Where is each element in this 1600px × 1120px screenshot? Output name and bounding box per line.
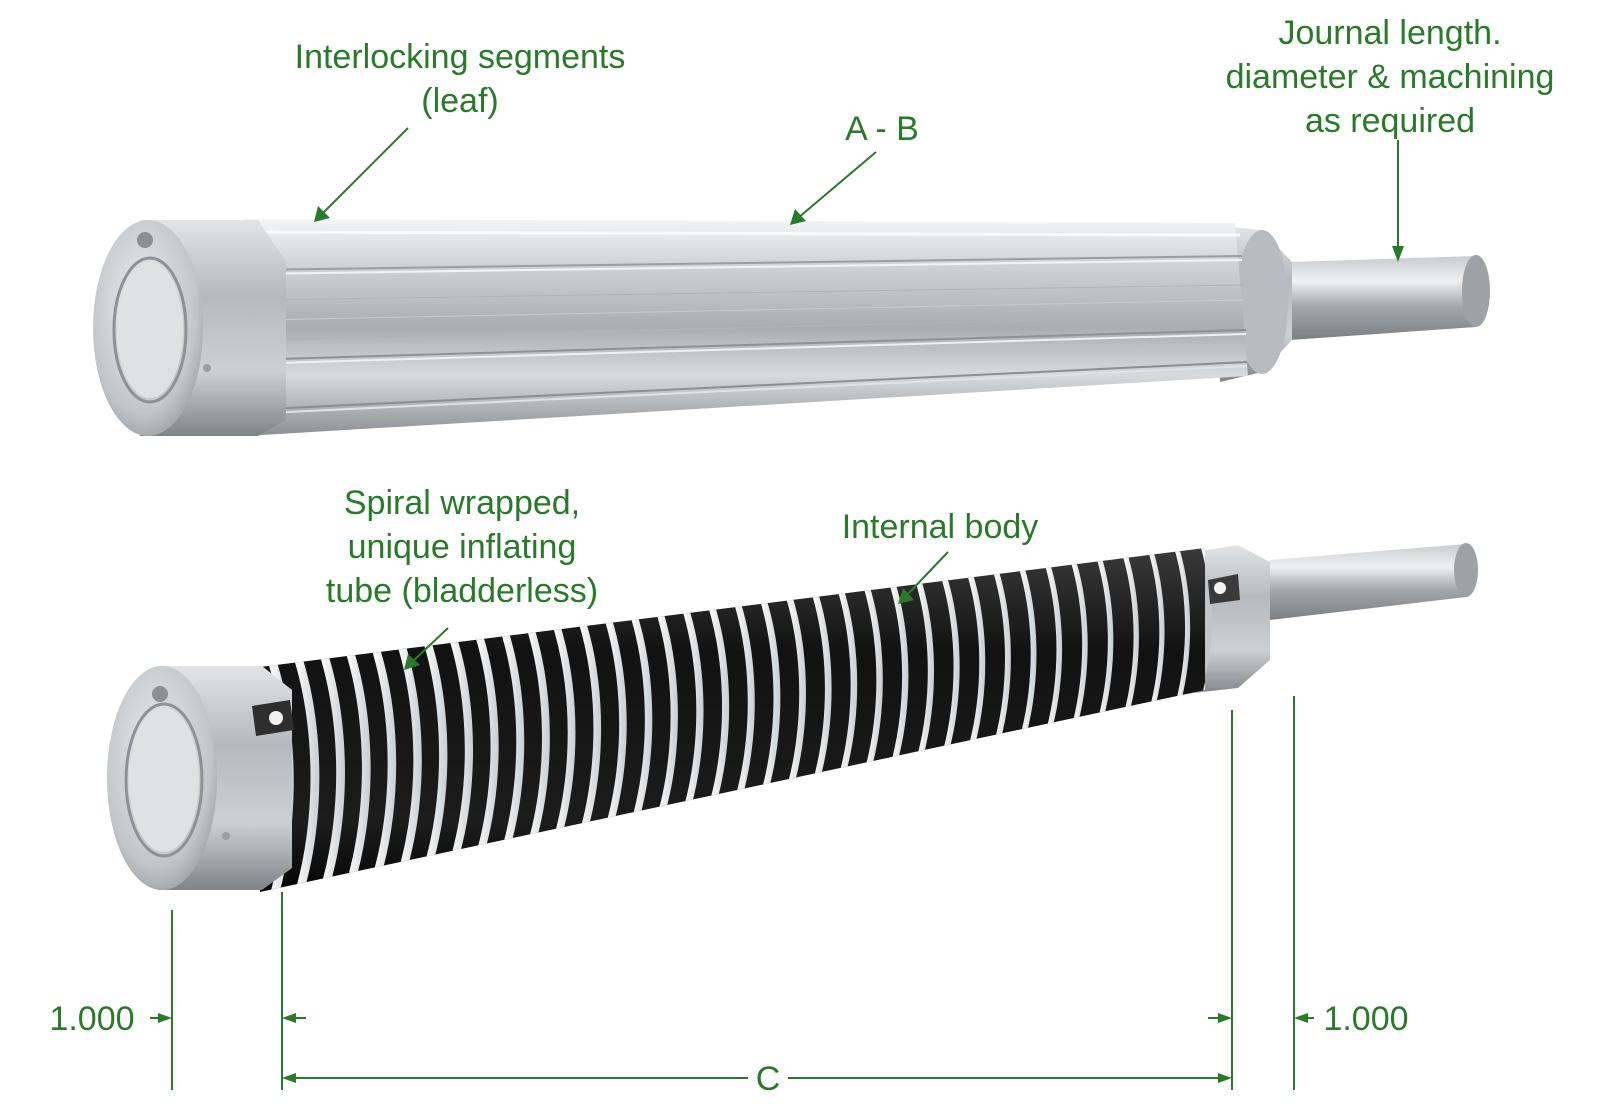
spiral-strip (345, 652, 371, 878)
upper-left-cap (93, 220, 286, 436)
label-journal: Journal length. diameter & machining as … (1226, 14, 1555, 262)
dim-left-value: 1.000 (49, 1000, 134, 1038)
spiral-strip (552, 626, 576, 834)
label-spiral-line2: unique inflating (348, 528, 577, 566)
spiral-strip (1018, 567, 1037, 734)
spiral-strip (682, 609, 704, 806)
spiral-strip (759, 600, 781, 790)
dim-c-arrow-left (282, 1073, 296, 1083)
spiral-wrap-strips (268, 548, 1205, 892)
spiral-strip (992, 570, 1011, 740)
spiral-strip (423, 642, 448, 862)
label-interlocking-segments: Interlocking segments (leaf) (295, 38, 626, 222)
label-spiral-line3: tube (bladderless) (326, 572, 598, 610)
spiral-strip (941, 577, 960, 751)
label-ab: A - B (790, 110, 919, 225)
dimension-lines: 1.000 1.000 C (49, 696, 1409, 1098)
spiral-strip (578, 622, 602, 828)
label-journal-line3: as required (1305, 102, 1475, 140)
spiral-strip (604, 619, 627, 823)
spiral-strip (967, 573, 986, 745)
leader-internal-body (905, 551, 949, 597)
leader-segments (321, 127, 409, 215)
spiral-strip (656, 613, 678, 812)
spiral-strip (319, 655, 345, 884)
spiral-strip (1148, 551, 1165, 707)
lower-left-cap (107, 666, 294, 890)
dim-left-arrow-outer (158, 1013, 172, 1023)
spiral-strip (371, 648, 397, 873)
spiral-strip (785, 596, 806, 784)
spiral-strip (734, 603, 755, 795)
lower-journal (1270, 543, 1478, 620)
dim-c-value: C (756, 1060, 781, 1098)
spiral-strip (1174, 548, 1191, 701)
label-journal-line2: diameter & machining (1226, 58, 1555, 96)
lower-spiral-body (260, 548, 1205, 892)
spiral-strip (1096, 557, 1114, 718)
label-journal-line1: Journal length. (1278, 14, 1501, 52)
leader-ab (797, 151, 877, 219)
lower-cap-pinhole (222, 832, 230, 840)
spiral-strip (1122, 554, 1139, 712)
spiral-strip (889, 583, 909, 762)
spiral-strip (1070, 560, 1088, 723)
upper-right-collar-face (1236, 230, 1288, 374)
leader-ab-arrow (790, 209, 806, 225)
leader-journal-arrow (1392, 246, 1404, 262)
label-spiral-line1: Spiral wrapped, (344, 484, 580, 522)
dim-right-arrow-inner (1218, 1013, 1232, 1023)
spiral-strip (526, 629, 550, 839)
label-spiral-wrapped: Spiral wrapped, unique inflating tube (b… (326, 484, 598, 670)
spiral-strip (449, 639, 474, 856)
leader-spiral (411, 627, 449, 663)
upper-cap-pinhole (203, 364, 211, 372)
spiral-strip (397, 645, 422, 867)
spiral-strip (863, 587, 883, 768)
upper-journal (1290, 255, 1490, 340)
dim-left-arrow-inner (282, 1013, 296, 1023)
spiral-strip (708, 606, 730, 801)
leader-segments-arrow (314, 206, 330, 222)
label-internal-body: Internal body (842, 508, 1039, 604)
label-segments-line1: Interlocking segments (295, 38, 626, 76)
spiral-tube (260, 548, 1205, 892)
leader-internal-body-arrow (898, 588, 914, 604)
dim-c-arrow-right (1218, 1073, 1232, 1083)
upper-cap-screw (137, 232, 153, 248)
upper-shaft (93, 219, 1490, 436)
spiral-strip (915, 580, 935, 756)
dim-right-value: 1.000 (1323, 1000, 1408, 1038)
spiral-strip (630, 616, 653, 817)
spiral-strip (293, 658, 320, 889)
label-segments-line2: (leaf) (421, 82, 498, 120)
dim-right-arrow-outer (1294, 1013, 1308, 1023)
spiral-strip (475, 635, 499, 851)
spiral-strip (837, 590, 858, 773)
label-internal-body-text: Internal body (842, 508, 1039, 546)
spiral-strip (1044, 564, 1063, 729)
lower-shaft (107, 543, 1478, 892)
spiral-strip (501, 632, 525, 845)
leader-spiral-arrow (404, 654, 420, 670)
label-ab-text: A - B (845, 110, 919, 148)
spiral-strip (811, 593, 832, 779)
upper-segments-body (244, 219, 1248, 436)
lower-cap-screw (152, 686, 168, 702)
